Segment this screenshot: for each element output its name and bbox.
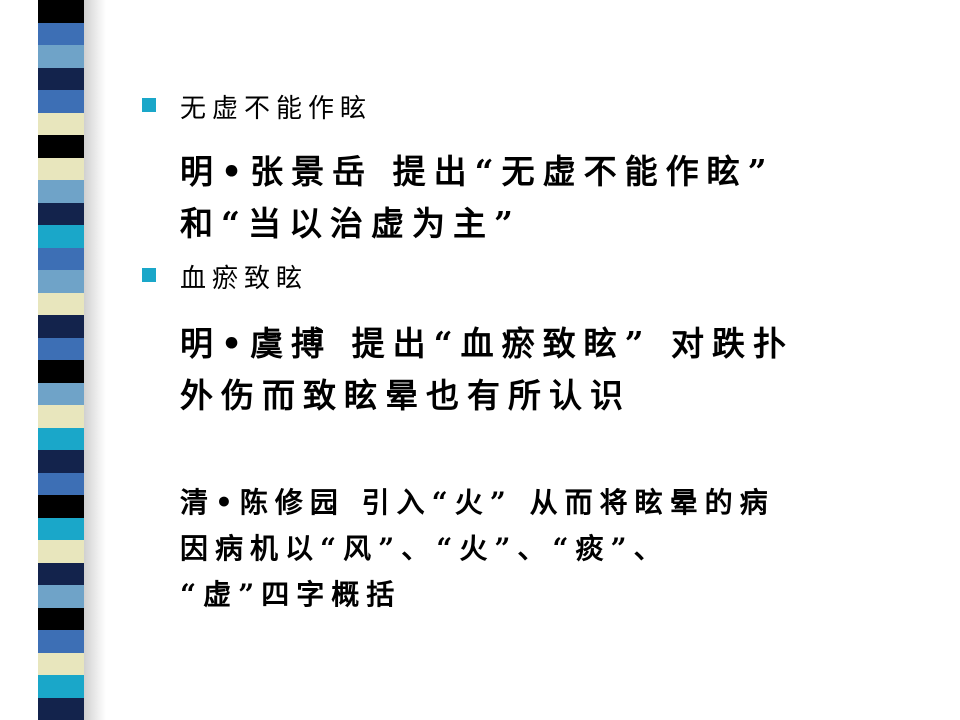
- stripe-segment: [38, 697, 84, 720]
- text-line: 明•张景岳 提出“无虚不能作眩”: [180, 152, 775, 191]
- section-heading-blood-stasis: 血瘀致眩: [180, 264, 309, 294]
- stripe-segment: [38, 202, 84, 225]
- stripe-segment: [38, 22, 84, 45]
- stripe-segment: [38, 0, 84, 23]
- stripe-segment: [38, 90, 84, 113]
- stripe-segment: [38, 180, 84, 203]
- stripe-segment: [38, 562, 84, 585]
- stripe-segment: [38, 495, 84, 518]
- stripe-segment: [38, 675, 84, 698]
- stripe-segment: [38, 540, 84, 563]
- stripe-segment: [38, 157, 84, 180]
- text-line: “虚”四字概括: [180, 578, 402, 611]
- stripe-segment: [38, 67, 84, 90]
- bullet-square-icon: [142, 268, 156, 282]
- stripe-segment: [38, 472, 84, 495]
- text-line: 和“当以治虚为主”: [180, 204, 521, 243]
- text-line: 明•虞搏 提出“血瘀致眩” 对跌扑: [180, 324, 795, 363]
- bullet-square-icon: [142, 98, 156, 112]
- stripe-segment: [38, 45, 84, 68]
- paragraph-zhang-jingyue: 明•张景岳 提出“无虚不能作眩” 和“当以治虚为主”: [180, 146, 920, 250]
- section-heading-deficiency: 无虚不能作眩: [180, 94, 373, 124]
- stripe-segment: [38, 337, 84, 360]
- stripe-segment: [38, 270, 84, 293]
- stripe-segment: [38, 135, 84, 158]
- stripe-segment: [38, 112, 84, 135]
- stripe-bar-shadow: [84, 0, 106, 720]
- text-line: 外伤而致眩晕也有所认识: [180, 376, 631, 415]
- stripe-segment: [38, 360, 84, 383]
- stripe-segment: [38, 427, 84, 450]
- stripe-segment: [38, 315, 84, 338]
- stripe-segment: [38, 225, 84, 248]
- stripe-segment: [38, 382, 84, 405]
- text-line: 清•陈修园 引入“火” 从而将眩晕的病: [180, 486, 775, 519]
- stripe-segment: [38, 652, 84, 675]
- paragraph-yu-bo: 明•虞搏 提出“血瘀致眩” 对跌扑 外伤而致眩晕也有所认识: [180, 318, 920, 422]
- decorative-stripe-bar: [38, 0, 84, 720]
- stripe-segment: [38, 585, 84, 608]
- stripe-segment: [38, 517, 84, 540]
- stripe-segment: [38, 405, 84, 428]
- paragraph-chen-xiuyuan: 清•陈修园 引入“火” 从而将眩晕的病 因病机以“风”、“火”、“痰”、 “虚”…: [180, 480, 920, 618]
- stripe-segment: [38, 292, 84, 315]
- text-line: 因病机以“风”、“火”、“痰”、: [180, 532, 669, 565]
- stripe-segment: [38, 450, 84, 473]
- stripe-segment: [38, 247, 84, 270]
- stripe-segment: [38, 630, 84, 653]
- stripe-segment: [38, 607, 84, 630]
